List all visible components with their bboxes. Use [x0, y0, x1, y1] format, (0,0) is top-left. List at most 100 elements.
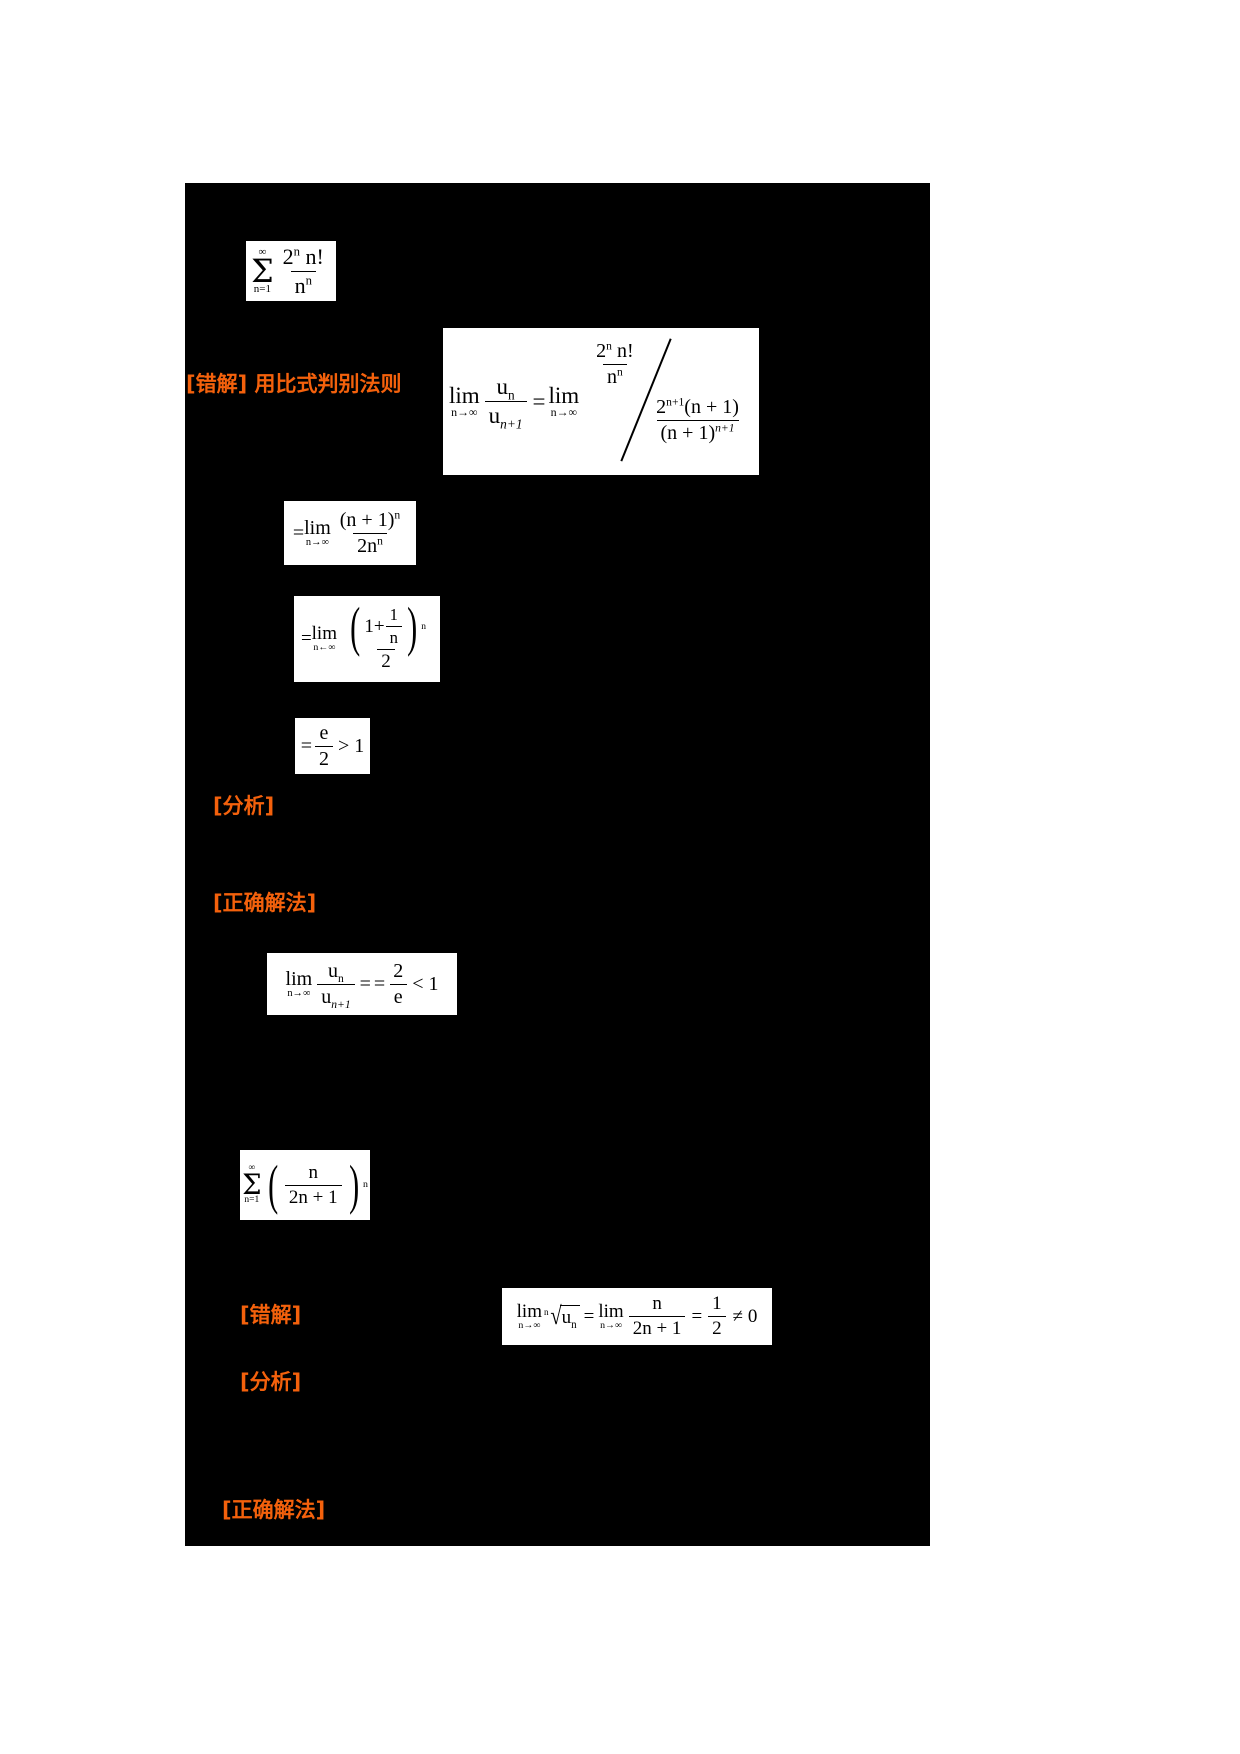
lim-subscript-correct: n→∞	[287, 987, 311, 999]
step2-den: 2nn	[353, 532, 387, 558]
equals-sign-step4: =	[300, 734, 312, 757]
step3-inner-den: n	[385, 626, 402, 648]
num-base-1: 2	[282, 243, 294, 269]
fraction-n-over-2n1-root: n 2n + 1	[628, 1293, 686, 1340]
sigma-glyph-1: Σ	[251, 251, 274, 290]
radicand: un	[559, 1304, 580, 1331]
step2-num-base: (n + 1)	[339, 508, 395, 531]
root-frac-num: n	[652, 1293, 662, 1314]
fraction-2-over-e: 2 e	[389, 960, 407, 1009]
left-paren-series2: (	[267, 1154, 278, 1216]
heading-wrong-solution-1: [错解] 用比式判别法则	[186, 372, 402, 396]
right-paren-step3: )	[407, 596, 418, 657]
radicand-sub: n	[571, 1318, 577, 1331]
lim-label-a: lim	[449, 382, 480, 408]
two-denominator-root: 2	[708, 1316, 726, 1340]
lim-subscript-root-a: n→∞	[518, 1319, 541, 1331]
u-base-c: u	[328, 959, 339, 982]
upper-den-exp: n	[616, 364, 623, 378]
lower-num-tail: (n + 1)	[684, 395, 739, 418]
series2-num: n	[308, 1161, 319, 1183]
two-numerator: 2	[393, 959, 404, 982]
nth-root: n √ un	[544, 1302, 580, 1331]
step3-inner-left: 1+	[364, 615, 385, 637]
u-sub-c: n	[338, 971, 344, 985]
heading-analysis-1: [分析]	[213, 794, 275, 818]
lim-operator-root-a: lim n→∞	[517, 1302, 542, 1331]
equals-correct: = =	[359, 972, 386, 995]
two-denominator: 2	[315, 745, 333, 771]
un-den-correct: un+1	[317, 983, 355, 1010]
comparison-step4: > 1	[338, 734, 365, 757]
upper-num-base: 2	[596, 339, 607, 362]
lim-label-correct: lim	[285, 967, 313, 990]
equals-root-2: =	[691, 1305, 703, 1327]
sigma-operator-1: ∞ Σ n=1	[251, 246, 274, 296]
lim-operator-a: lim n→∞	[449, 384, 480, 420]
e-denominator: e	[389, 983, 407, 1009]
heading-wrong-solution-2: [错解]	[240, 1303, 302, 1327]
equals-sign-step2: =	[292, 521, 305, 544]
lim-label-step3: lim	[311, 623, 337, 645]
comparison-root: ≠ 0	[732, 1305, 758, 1327]
equals-sign-step3: =	[300, 628, 312, 649]
step2-den-exp: n	[377, 533, 383, 547]
lower-fraction: 2n+1(n + 1) (n + 1)n+1	[652, 396, 743, 445]
un-numerator: un	[493, 374, 519, 403]
num-exp-1: n	[293, 244, 301, 259]
inner-fraction-step3: 1 n	[385, 605, 402, 648]
upper-num: 2n n!	[592, 340, 637, 364]
fraction-step3: ( 1+ 1 n ) n 2	[342, 596, 430, 673]
fraction-un-over-un1: un un+1	[484, 374, 527, 431]
formula-series-1: ∞ Σ n=1 2n n! nn	[246, 241, 336, 301]
un-num-correct: un	[324, 960, 348, 984]
series2-den: 2n + 1	[284, 1184, 342, 1209]
formula-step-2: = lim n→∞ (n + 1)n 2nn	[284, 501, 416, 565]
lim-label-root-a: lim	[516, 1300, 542, 1322]
step2-num-exp: n	[394, 507, 401, 521]
upper-num-tail: n!	[616, 339, 634, 362]
u-base-a: u	[496, 374, 509, 399]
lower-den-base: (n + 1)	[660, 421, 716, 444]
fraction-step2: (n + 1)n 2nn	[336, 509, 404, 558]
u-sub-a: n	[508, 387, 515, 403]
fraction-1-denominator: nn	[290, 270, 316, 299]
root-frac-den: 2n + 1	[628, 1316, 686, 1340]
den-base-1: n	[294, 272, 306, 298]
lower-num: 2n+1(n + 1)	[652, 396, 743, 420]
heading-analysis-2: [分析]	[240, 1370, 302, 1394]
un1-denominator: un+1	[484, 401, 527, 431]
slanted-compound-fraction: 2n n! nn 2n+1(n + 1) (n + 1)n+1	[585, 337, 739, 466]
formula-series-2: ∞ Σ n=1 ( n 2n + 1 ) n	[240, 1150, 370, 1220]
fraction-un-correct: un un+1	[317, 960, 355, 1010]
comparison-correct: < 1	[412, 972, 439, 995]
lim-label-b: lim	[548, 382, 580, 408]
formula-correct-limit: lim n→∞ un un+1 = = 2 e < 1	[267, 953, 457, 1015]
fraction-1: 2n n! nn	[279, 244, 328, 299]
lim-operator-b: lim n→∞	[548, 384, 579, 420]
right-paren-series2: )	[348, 1154, 359, 1216]
upper-den: nn	[602, 363, 627, 389]
fraction-e-over-2: e 2	[315, 722, 333, 771]
u-base-b: u	[488, 403, 501, 428]
heading-correct-solution-1: [正确解法]	[213, 891, 317, 915]
formula-step-3: = lim n←∞ ( 1+ 1 n ) n 2	[294, 596, 440, 682]
u-base-d: u	[321, 985, 332, 1008]
num-tail-1: n!	[305, 243, 324, 269]
fraction-1-over-2: 1 2	[708, 1293, 726, 1340]
fraction-n-over-2n1: n 2n + 1	[284, 1161, 342, 1209]
lim-operator-step3: lim n←∞	[312, 624, 337, 653]
radicand-base: u	[561, 1306, 572, 1328]
sigma-lower-limit-1: n=1	[253, 283, 271, 296]
lim-subscript-step2: n→∞	[305, 536, 329, 548]
one-numerator: 1	[712, 1293, 722, 1314]
upper-fraction: 2n n! nn	[592, 340, 637, 389]
fraction-1-numerator: 2n n!	[279, 244, 328, 271]
lim-operator-step2: lim n→∞	[304, 518, 331, 549]
lim-operator-correct: lim n→∞	[286, 969, 313, 1000]
den-exp-1: n	[305, 273, 312, 288]
sigma-lower-limit-2: n=1	[244, 1195, 260, 1206]
formula-root-test: lim n→∞ n √ un = lim n→∞ n 2n + 1 = 1 2	[502, 1288, 772, 1345]
e-numerator: e	[319, 721, 329, 744]
